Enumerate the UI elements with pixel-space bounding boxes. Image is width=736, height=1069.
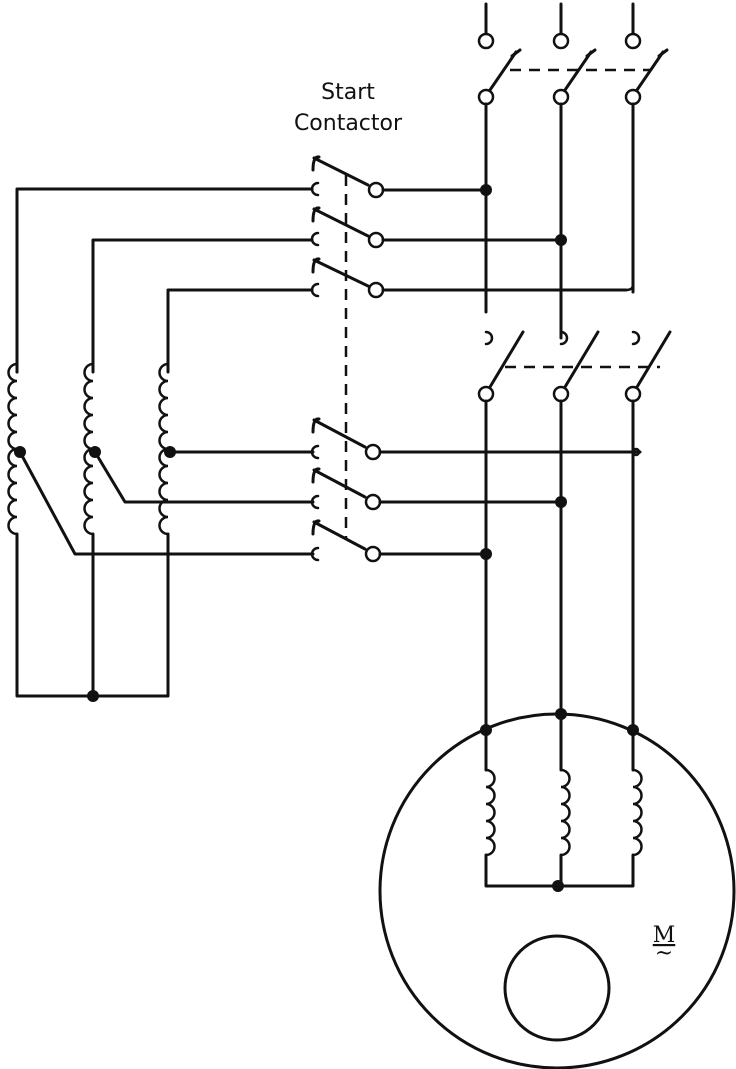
- motor-label: M: [653, 923, 676, 948]
- stator-coil-3: [632, 768, 643, 857]
- stator-coil-2: [560, 768, 571, 857]
- motor-rotor: [503, 934, 611, 1042]
- upper-start-wiring: [15, 187, 635, 374]
- supply-lines: [484, 2, 635, 36]
- stator-coil-1: [485, 768, 496, 857]
- start-contactor-label-line2: Contactor: [294, 111, 403, 136]
- start-contactor-upper: [310, 155, 385, 299]
- main-contactor: [477, 32, 669, 106]
- autotransformer: [7, 362, 170, 698]
- run-contactor: [477, 330, 672, 403]
- motor-housing: [378, 712, 736, 1069]
- motor-ac-symbol: ~: [655, 941, 673, 966]
- lower-start-wiring: [18, 450, 642, 556]
- motor: [378, 712, 736, 1069]
- vertical-conductors: [484, 102, 635, 732]
- start-contactor-label-line1: Start: [321, 80, 375, 105]
